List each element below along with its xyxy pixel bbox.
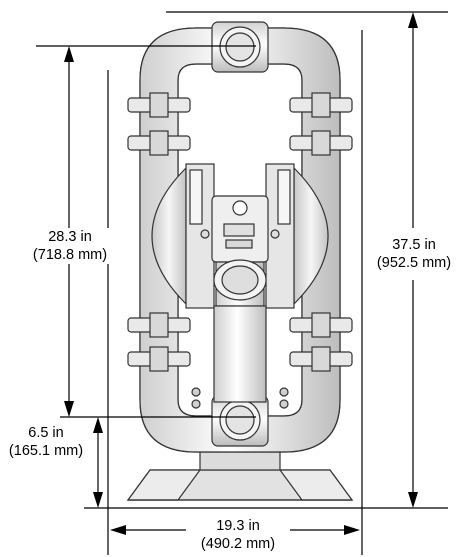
dimension-label-base-height: 6.5 in (165.1 mm) — [0, 424, 92, 460]
dimension-label-upper-height: 28.3 in (718.8 mm) — [30, 228, 110, 264]
dimension-metric: (490.2 mm) — [200, 536, 276, 552]
dimension-lines — [36, 11, 448, 555]
pump-illustration — [126, 21, 354, 501]
dimension-label-total-height: 37.5 in (952.5 mm) — [368, 236, 460, 272]
dimension-metric: (718.8 mm) — [32, 247, 108, 263]
fluid-chambers — [151, 163, 329, 309]
dimension-value: 28.3 in — [48, 229, 92, 245]
dimension-label-width: 19.3 in (490.2 mm) — [186, 517, 290, 553]
manifold-pipes — [139, 27, 341, 453]
air-section — [200, 195, 280, 263]
dimension-value: 19.3 in — [216, 518, 260, 534]
bottom-inlet-port — [211, 395, 269, 447]
dimension-metric: (952.5 mm) — [376, 255, 452, 271]
dimension-value: 6.5 in — [28, 425, 64, 441]
clamp-bands — [127, 92, 353, 372]
center-pipe — [213, 259, 267, 403]
top-outlet-port — [211, 21, 269, 73]
bolts — [191, 387, 289, 409]
dimension-metric: (165.1 mm) — [8, 443, 84, 459]
dimension-arrowheads — [64, 12, 418, 535]
dimension-value: 37.5 in — [392, 237, 436, 253]
